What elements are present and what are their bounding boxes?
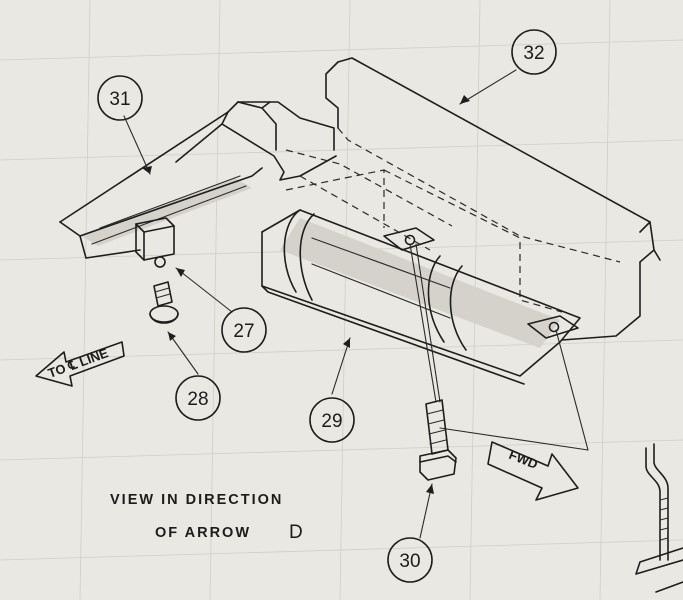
callout-30: 30 [387, 537, 433, 583]
adjacent-part-fragment [635, 443, 683, 593]
callout-29: 29 [309, 397, 355, 443]
callout-32-label: 32 [523, 43, 544, 64]
caption-line-2: OF ARROW [155, 525, 251, 541]
part-31-bracket [59, 101, 337, 268]
callout-30-label: 30 [399, 551, 420, 572]
callout-28-label: 28 [187, 389, 208, 410]
caption-arrow-letter: D [289, 522, 303, 543]
to-centerline-arrow: TO ℄ LINE [35, 341, 125, 387]
part-28-screw [149, 281, 179, 324]
leader-lines [123, 69, 517, 539]
part-29-cradle [261, 209, 581, 385]
to-centerline-label: TO ℄ LINE [46, 345, 111, 381]
part-32-plate [285, 57, 661, 341]
callout-31: 31 [97, 75, 143, 121]
forward-arrow: FWD [487, 441, 579, 501]
callout-27-label: 27 [233, 321, 254, 342]
callout-32: 32 [511, 29, 557, 75]
callout-27: 27 [221, 307, 267, 353]
callout-28: 28 [175, 375, 221, 421]
callout-29-label: 29 [321, 411, 342, 432]
caption-line-1: VIEW IN DIRECTION [110, 492, 283, 508]
part-30-bolt [409, 243, 589, 481]
view-caption: VIEW IN DIRECTION OF ARROW D [110, 492, 303, 543]
forward-label: FWD [507, 447, 540, 472]
callout-31-label: 31 [109, 89, 130, 110]
